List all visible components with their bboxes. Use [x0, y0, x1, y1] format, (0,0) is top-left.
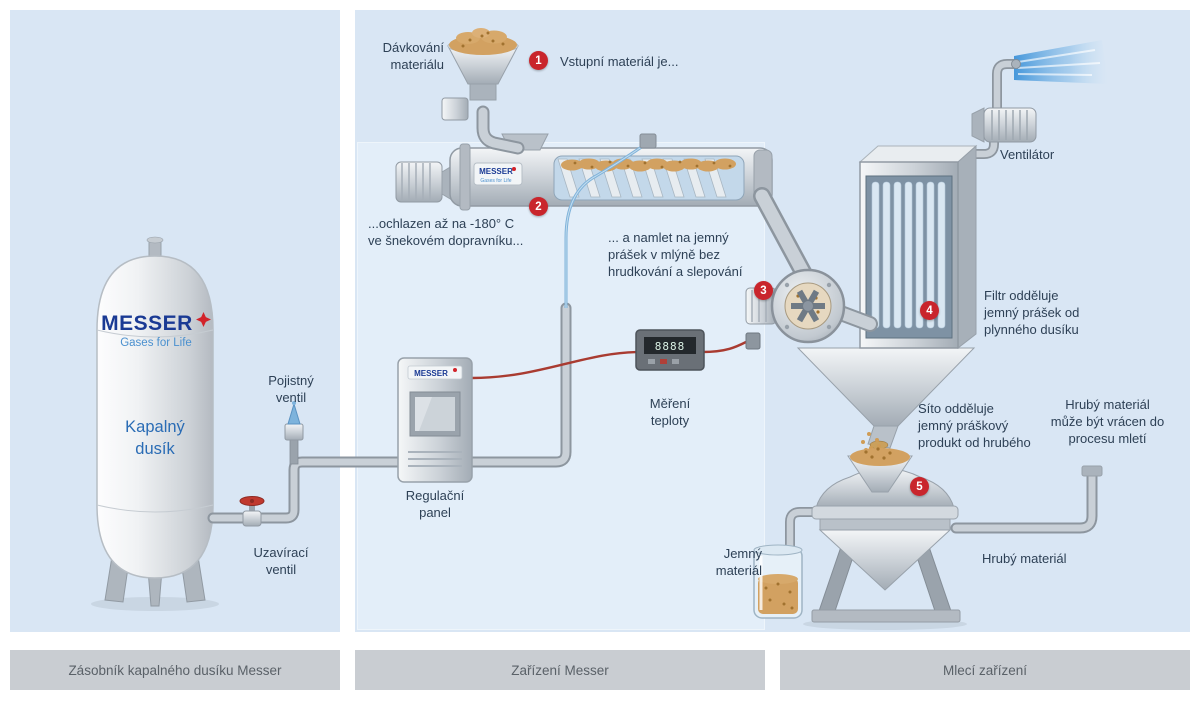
step-badge-3: 3	[754, 281, 773, 300]
sieve-material	[850, 447, 910, 466]
label-fan: Ventilátor	[1000, 147, 1055, 162]
step-badge-5: 5	[910, 477, 929, 496]
temperature-cable	[471, 332, 761, 380]
label-temperature-measurement: Měření teploty	[649, 396, 691, 428]
step-4-text: Filtr odděluje jemný prášek od plynného …	[984, 288, 1080, 337]
coarse-return-pipe	[950, 465, 1103, 534]
label-material-dosing: Dávkování materiálu	[382, 40, 444, 72]
conveyor-tagline-text: Gases for Life	[480, 178, 511, 184]
messer-emblem-icon	[195, 312, 211, 327]
step-badge-1: 1	[529, 51, 548, 70]
safety-valve	[284, 401, 304, 465]
caption-tank-section: Zásobník kapalného dusíku Messer	[10, 650, 340, 690]
sieve-stand	[811, 537, 961, 623]
step-3-text: ... a namlet na jemný prášek v mlýně bez…	[608, 230, 743, 279]
control-panel: MESSER	[397, 357, 473, 483]
label-control-panel: Regulační panel	[405, 488, 465, 520]
conveyor-material	[561, 158, 736, 172]
fines-jar	[753, 544, 803, 619]
label-coarse-return: Hrubý materiál může být vrácen do proces…	[1050, 397, 1165, 446]
screw-conveyor: MESSER Gases for Life	[395, 133, 773, 211]
fan-duct	[961, 59, 1021, 159]
conveyor-brand-text: MESSER	[479, 167, 513, 176]
step-1-text: Vstupní materiál je...	[560, 54, 679, 69]
conveyor-logo-plate: MESSER Gases for Life	[473, 162, 523, 186]
feed-hopper	[441, 28, 525, 155]
label-coarse-material: Hrubý materiál	[982, 551, 1067, 566]
step-5-text: Síto odděluje jemný práškový produkt od …	[918, 401, 1031, 450]
caption-messer-equipment: Zařízení Messer	[355, 650, 765, 690]
panel-brand-text: MESSER	[414, 369, 448, 378]
fan	[971, 107, 1037, 143]
step-2-text: ...ochlazen až na -180° C ve šnekovém do…	[368, 216, 524, 248]
caption-mill-section: Mlecí zařízení	[780, 650, 1190, 690]
mill	[745, 268, 878, 344]
meter-display: 8888	[655, 340, 686, 353]
label-shutoff-valve: Uzavírací ventil	[253, 545, 309, 577]
messer-logo: MESSER Gases for Life	[100, 312, 212, 349]
ln2-hose	[564, 133, 657, 308]
ln2-riser-pipe	[466, 302, 572, 468]
label-safety-valve: Pojistný ventil	[268, 373, 314, 405]
hopper-material	[449, 28, 517, 55]
temperature-meter: 8888	[635, 329, 705, 371]
step-badge-4: 4	[920, 301, 939, 320]
sieve	[803, 447, 967, 630]
messer-brand-text: MESSER	[101, 312, 193, 335]
step-badge-2: 2	[529, 197, 548, 216]
label-liquid-nitrogen: Kapalný dusík	[125, 418, 185, 459]
fines-pipe	[785, 507, 825, 555]
nitrogen-tank	[91, 236, 219, 611]
messer-tagline-text: Gases for Life	[120, 337, 192, 349]
air-jet	[1011, 40, 1108, 84]
filter-unit	[796, 144, 978, 450]
supply-pipe	[207, 456, 406, 524]
shutoff-valve	[239, 496, 265, 527]
mill-chute	[753, 187, 813, 283]
label-fine-material: Jemný materiál	[715, 546, 762, 578]
